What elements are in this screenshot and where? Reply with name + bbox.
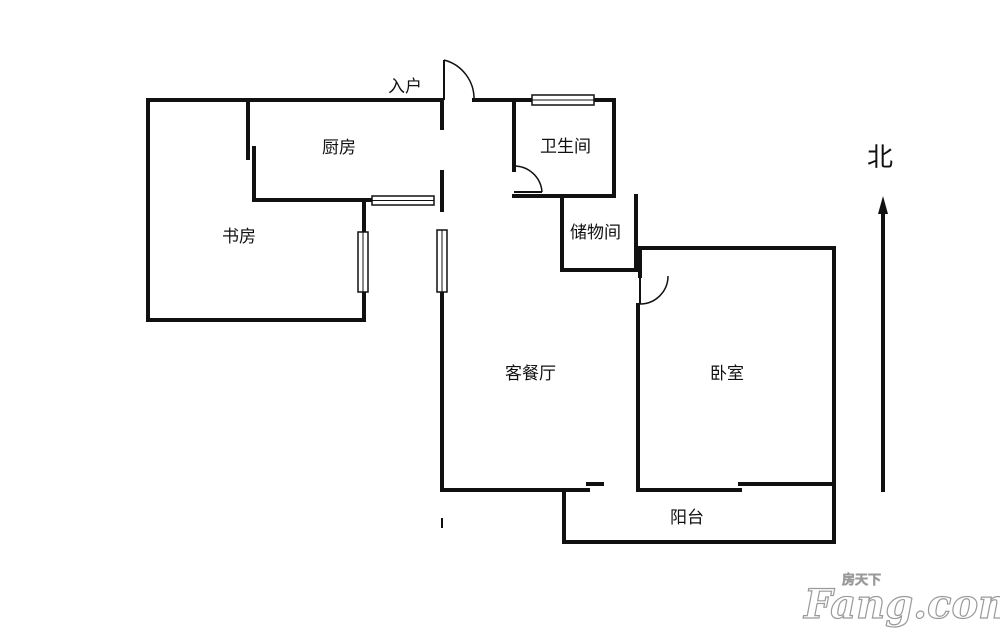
label-living-dining: 客餐厅 <box>505 364 556 384</box>
balcony-walls <box>440 482 836 544</box>
label-study: 书房 <box>222 227 256 247</box>
north-indicator: 北 <box>867 143 893 492</box>
bedroom-walls <box>636 246 836 492</box>
study-walls <box>146 98 366 322</box>
corridor-window <box>436 229 448 293</box>
label-balcony: 阳台 <box>670 508 704 528</box>
bathroom-door <box>513 165 543 193</box>
bedroom-door <box>639 275 669 305</box>
kitchen-window <box>371 195 435 206</box>
label-kitchen: 厨房 <box>322 138 356 158</box>
watermark-brand: Fang.com <box>803 581 1000 628</box>
watermark-logo: 房天下 Fang.com <box>802 572 1000 629</box>
study-window <box>357 231 369 293</box>
label-entrance: 入户 <box>388 77 422 97</box>
north-arrow-icon <box>878 196 888 214</box>
north-label: 北 <box>867 143 893 173</box>
kitchen-walls <box>246 98 444 234</box>
storage-walls <box>560 194 638 272</box>
entrance-door <box>443 59 475 101</box>
label-bedroom: 卧室 <box>710 364 744 384</box>
label-bathroom: 卫生间 <box>540 137 591 157</box>
bathroom-window <box>531 94 595 106</box>
label-storage: 储物间 <box>570 223 621 243</box>
watermark-cn: 房天下 <box>842 572 881 588</box>
